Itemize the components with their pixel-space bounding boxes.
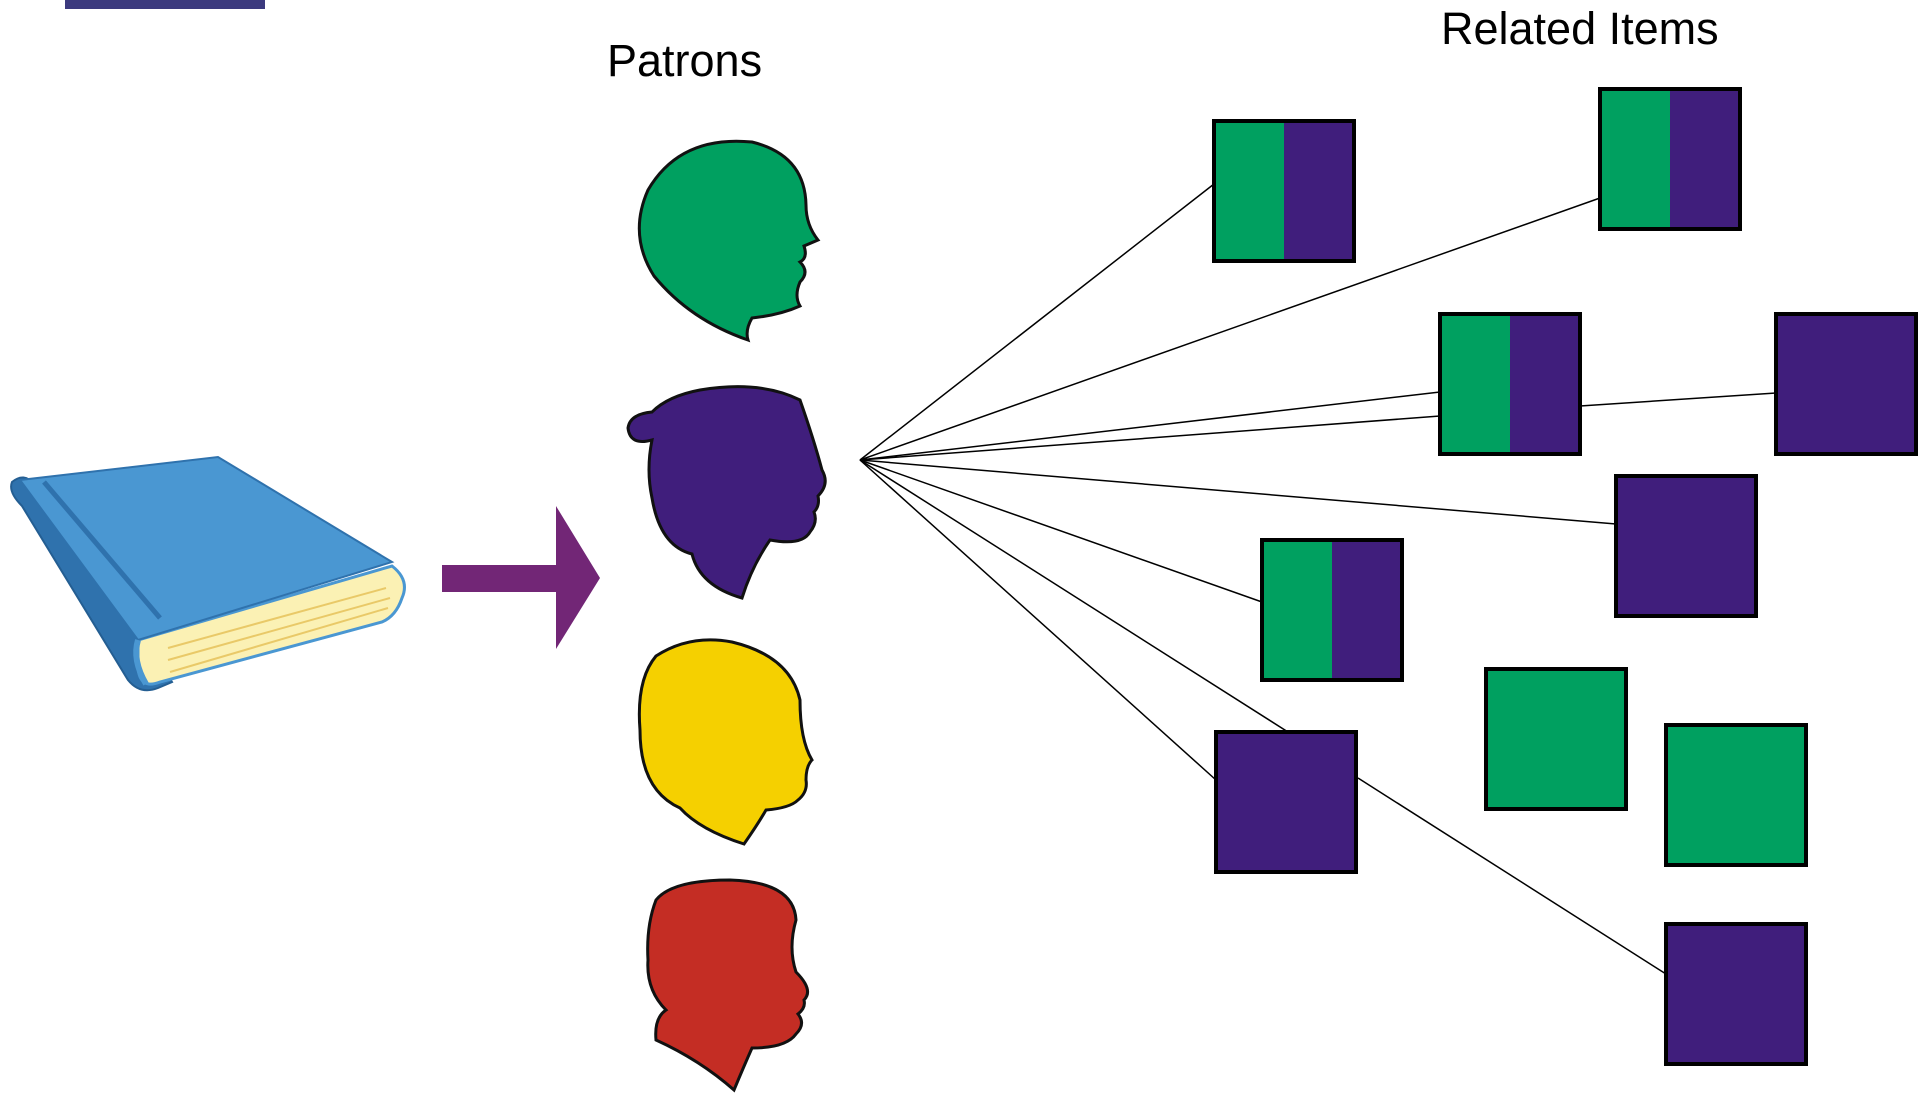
related-item-purple (1774, 312, 1918, 456)
connector-line (1357, 777, 1667, 975)
corner-bar (65, 0, 265, 9)
related-item-split (1438, 312, 1582, 456)
connector-line (859, 197, 1601, 461)
connector-line (859, 415, 1441, 461)
connector-line (1579, 392, 1777, 407)
connector-line (859, 459, 1617, 525)
related-item-green (1664, 723, 1808, 867)
connector-line (859, 459, 1289, 733)
related-item-split (1212, 119, 1356, 263)
connector-lines (859, 183, 1777, 975)
arrow-icon (442, 506, 600, 649)
related-item-purple (1614, 474, 1758, 618)
related-item-split (1260, 538, 1404, 682)
connector-line (859, 391, 1441, 461)
connector-line (859, 459, 1217, 781)
related-item-purple (1664, 922, 1808, 1066)
book-icon (10, 455, 406, 692)
connector-line (859, 183, 1215, 461)
patron-head-green (637, 139, 821, 343)
related-item-split (1598, 87, 1742, 231)
related-items-label: Related Items (1441, 3, 1719, 54)
patrons-label: Patrons (607, 35, 763, 86)
patron-head-red (646, 878, 810, 1093)
connector-line (859, 459, 1263, 603)
patron-head-yellow (637, 638, 814, 846)
related-item-green (1484, 667, 1628, 811)
patron-head-purple (626, 385, 827, 600)
related-item-purple (1214, 730, 1358, 874)
